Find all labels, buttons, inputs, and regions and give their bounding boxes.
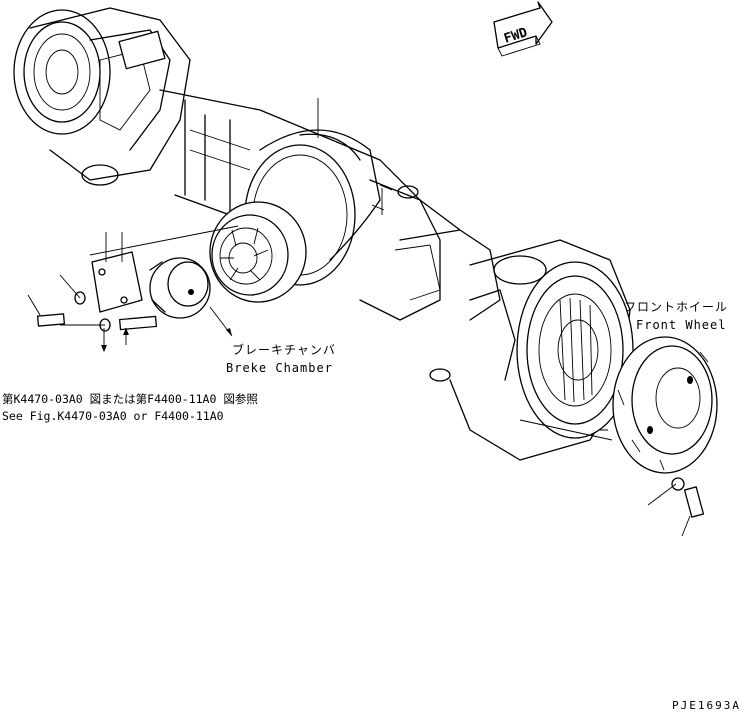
reference-label-jp: 第K4470-03A0 図または第F4400-11A0 図参照 (2, 392, 258, 406)
brake-chamber-icon (91, 251, 211, 319)
brake-chamber-label-jp: ブレーキチャンバ (232, 343, 336, 357)
leader-lines (27, 98, 691, 537)
front-wheel-label-jp: フロントホイール (624, 300, 729, 314)
wheel-hub-icon (612, 336, 718, 474)
bolt-icon (36, 313, 705, 518)
brake-chamber-label-en: Breke Chamber (226, 361, 333, 375)
fwd-arrow-icon: FWD (493, 1, 553, 57)
axle-assembly-icon (13, 7, 634, 461)
front-wheel-label-en: Front Wheel (636, 318, 727, 332)
drawing-id: PJE1693A (672, 699, 741, 712)
fwd-label: FWD (502, 25, 529, 47)
reference-label-en: See Fig.K4470-03A0 or F4400-11A0 (2, 409, 224, 423)
